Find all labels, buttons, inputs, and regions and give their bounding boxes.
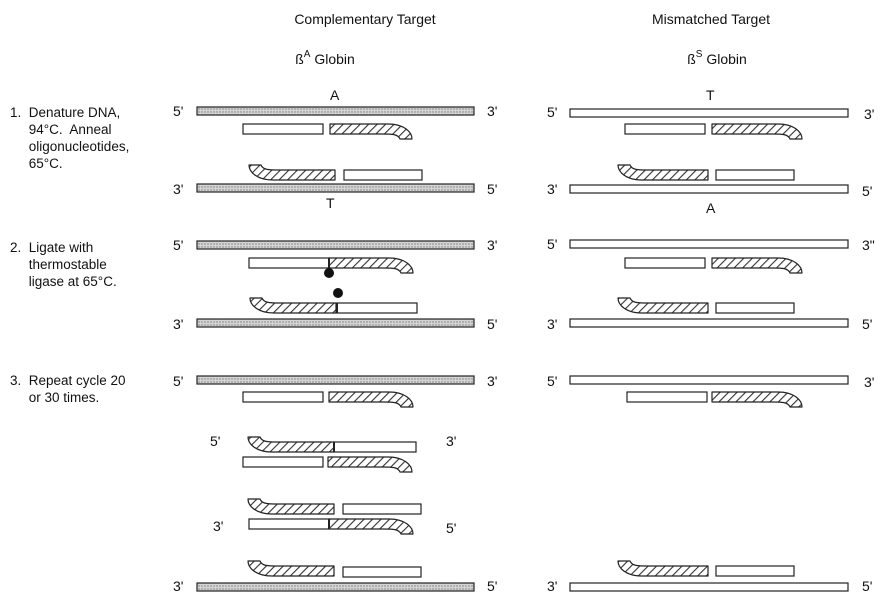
hooked-probe bbox=[247, 436, 335, 453]
hooked-probe bbox=[327, 456, 413, 473]
hooked-probe bbox=[711, 391, 803, 408]
end-label: 3' bbox=[547, 578, 558, 594]
target-strand bbox=[569, 108, 849, 118]
base-letter: T bbox=[326, 195, 335, 211]
plain-probe bbox=[715, 565, 795, 577]
end-label: 5' bbox=[547, 104, 558, 120]
hooked-probe bbox=[711, 257, 803, 274]
target-strand bbox=[569, 582, 849, 592]
step-2-label: 2. Ligate with thermostable ligase at 65… bbox=[10, 240, 117, 289]
end-label: 3' bbox=[547, 316, 558, 332]
hooked-probe bbox=[247, 560, 335, 577]
end-label: 3' bbox=[213, 518, 224, 534]
end-label: 3' bbox=[864, 106, 875, 122]
target-strand bbox=[196, 582, 475, 592]
hooked-probe bbox=[711, 123, 803, 140]
target-strand bbox=[569, 184, 849, 194]
plain-probe bbox=[624, 123, 706, 135]
plain-probe bbox=[336, 302, 418, 314]
hooked-probe bbox=[617, 297, 709, 314]
ligase-dot bbox=[324, 268, 334, 278]
end-label: 3' bbox=[173, 316, 184, 332]
end-label: 5' bbox=[547, 373, 558, 389]
end-label: 5' bbox=[487, 578, 498, 594]
mismatched-target-title: Mismatched Target bbox=[651, 11, 770, 27]
end-label: 3" bbox=[862, 237, 875, 253]
hooked-probe bbox=[248, 164, 336, 181]
beta-a-globin-label: ßA Globin bbox=[295, 49, 355, 67]
target-strand bbox=[569, 318, 849, 328]
end-label: 3' bbox=[173, 578, 184, 594]
plain-probe bbox=[248, 257, 330, 269]
end-label: 5' bbox=[487, 181, 498, 197]
hooked-probe bbox=[328, 518, 414, 535]
end-label: 3' bbox=[487, 373, 498, 389]
end-label: 3' bbox=[487, 237, 498, 253]
plain-probe bbox=[715, 169, 795, 181]
hooked-probe bbox=[328, 257, 414, 274]
plain-probe bbox=[715, 302, 795, 314]
step-1-label: 1. Denature DNA, 94°C. Anneal oligonucle… bbox=[10, 105, 130, 171]
end-label: 5' bbox=[173, 103, 184, 119]
end-label: 3' bbox=[547, 181, 558, 197]
base-letter: A bbox=[706, 200, 716, 216]
target-strand bbox=[196, 106, 475, 116]
plain-probe bbox=[343, 169, 423, 181]
target-strand bbox=[569, 375, 849, 385]
plain-probe bbox=[248, 518, 330, 530]
target-strand bbox=[196, 183, 475, 193]
step-3-label: 3. Repeat cycle 20 or 30 times. bbox=[10, 373, 126, 405]
end-label: 3' bbox=[446, 433, 457, 449]
end-label: 5' bbox=[862, 316, 873, 332]
plain-probe bbox=[242, 456, 324, 468]
plain-probe bbox=[342, 503, 422, 515]
base-letter: A bbox=[330, 87, 340, 103]
target-strand bbox=[196, 318, 475, 328]
complementary-target-title: Complementary Target bbox=[294, 11, 436, 27]
hooked-probe bbox=[249, 297, 337, 314]
end-label: 5' bbox=[547, 236, 558, 252]
ligase-dot bbox=[333, 288, 343, 298]
plain-probe bbox=[626, 391, 708, 403]
plain-probe bbox=[242, 391, 324, 403]
hooked-probe bbox=[617, 560, 709, 577]
end-label: 5' bbox=[862, 183, 873, 199]
end-label: 5' bbox=[173, 237, 184, 253]
end-label: 3' bbox=[487, 103, 498, 119]
end-label: 5' bbox=[487, 316, 498, 332]
end-label: 5' bbox=[173, 373, 184, 389]
end-label: 5' bbox=[862, 578, 873, 594]
end-label: 3' bbox=[173, 181, 184, 197]
plain-probe bbox=[342, 566, 422, 578]
plain-probe bbox=[242, 123, 324, 135]
plain-probe bbox=[624, 257, 706, 269]
end-label: 5' bbox=[210, 433, 221, 449]
target-strand bbox=[569, 239, 849, 249]
hooked-probe bbox=[617, 164, 709, 181]
hooked-probe bbox=[328, 391, 414, 408]
plain-probe bbox=[333, 441, 417, 453]
hooked-probe bbox=[247, 498, 335, 515]
base-letter: T bbox=[706, 87, 715, 103]
hooked-probe bbox=[329, 123, 413, 140]
target-strand bbox=[196, 375, 475, 385]
beta-s-globin-label: ßS Globin bbox=[687, 49, 747, 67]
end-label: 3' bbox=[864, 374, 875, 390]
target-strand bbox=[196, 240, 475, 250]
end-label: 5' bbox=[446, 520, 457, 536]
